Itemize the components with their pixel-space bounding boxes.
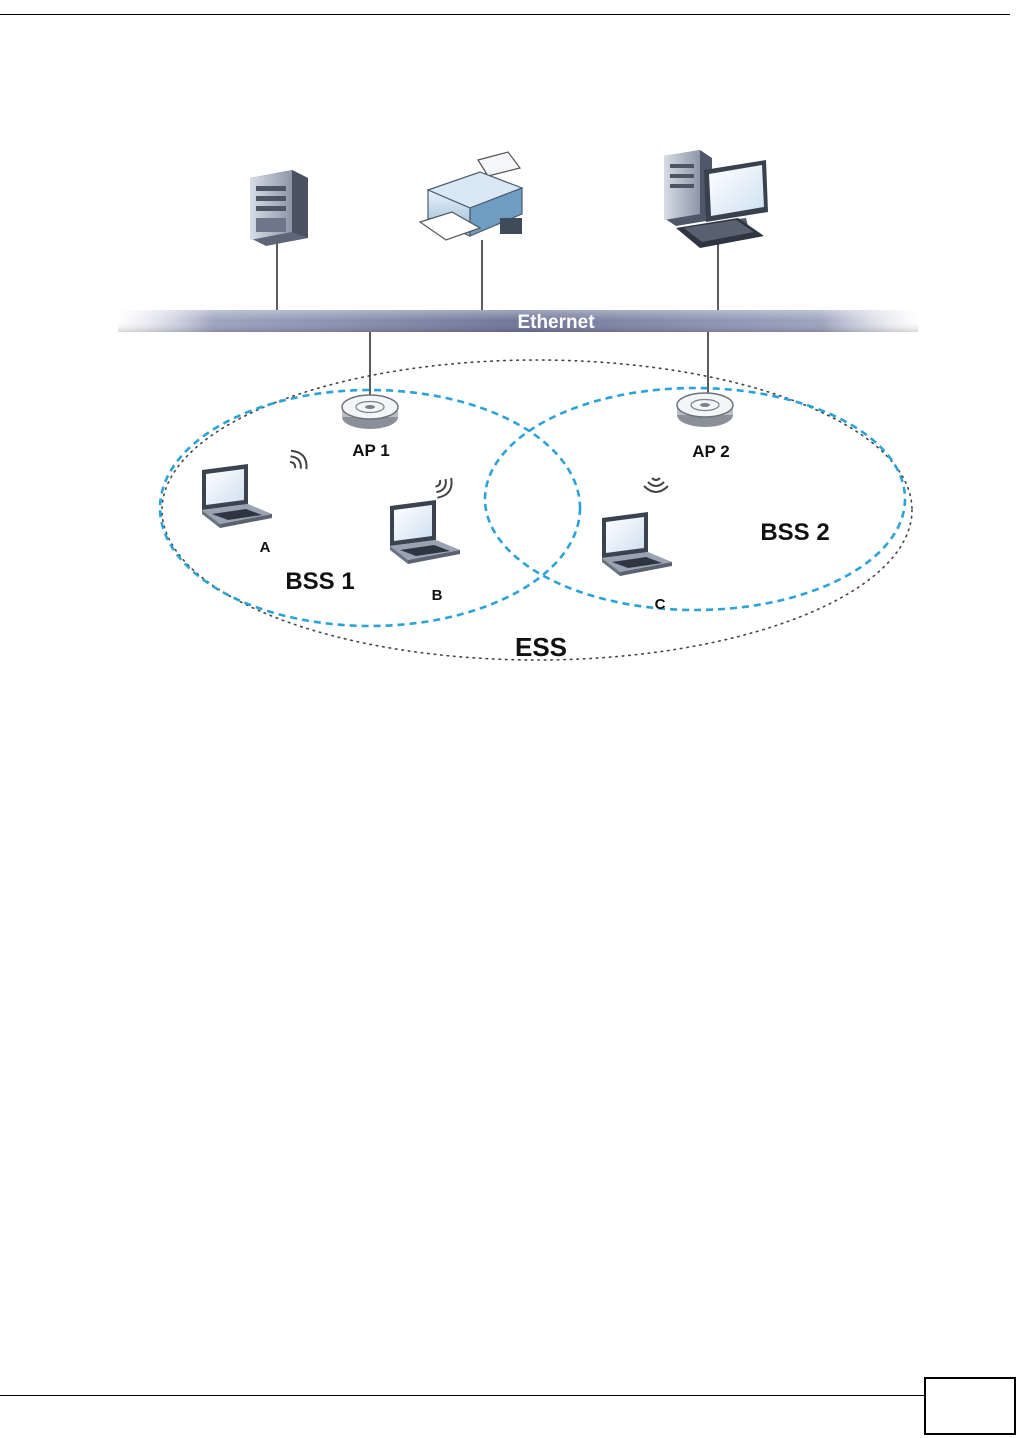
footer-rule (0, 1395, 924, 1396)
page-number-box (924, 1377, 1016, 1435)
desktop-computer-icon (664, 150, 768, 248)
wireless-signal-icon (644, 478, 668, 492)
ess-network-diagram: Ethernet (0, 0, 1020, 720)
ess-label: ESS (515, 632, 567, 662)
ess-boundary (162, 360, 912, 660)
ethernet-label: Ethernet (517, 312, 595, 333)
client-c-label: C (655, 596, 666, 613)
ap1-device-icon (342, 395, 398, 429)
laptop-b-icon (390, 500, 460, 564)
ap1-label: AP 1 (352, 441, 390, 460)
ap2-label: AP 2 (692, 442, 730, 461)
bss1-label: BSS 1 (285, 568, 354, 595)
wireless-signal-icon (285, 447, 311, 474)
ap2-device-icon (677, 393, 733, 427)
server-icon (250, 170, 308, 246)
client-b-label: B (432, 587, 443, 604)
laptop-c-icon (602, 512, 672, 576)
client-a-label: A (260, 539, 271, 556)
bss2-label: BSS 2 (760, 519, 829, 546)
laptop-a-icon (202, 464, 272, 528)
wireless-signal-icon (431, 473, 456, 501)
printer-icon (420, 152, 522, 240)
